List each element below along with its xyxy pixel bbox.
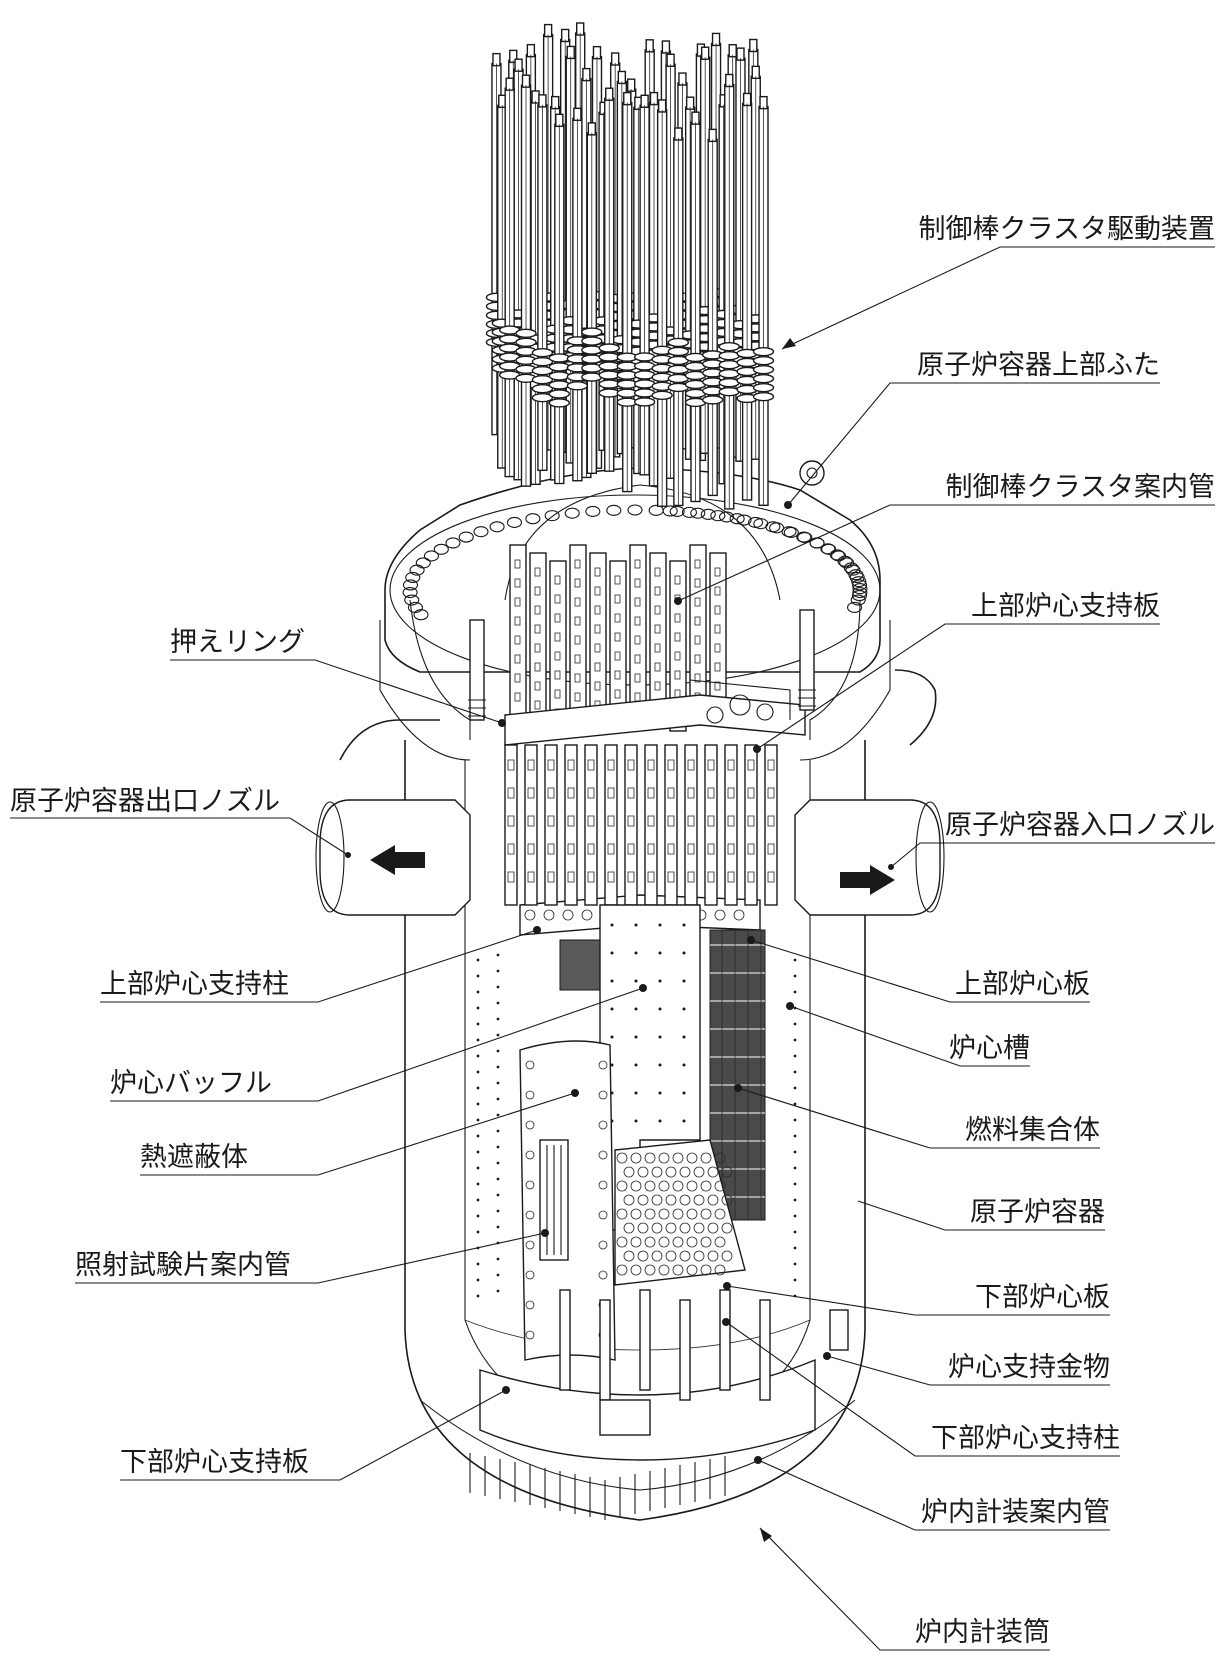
inlet-nozzle [794, 669, 945, 916]
instrumentation-thimbles [469, 1453, 726, 1520]
label-outlet-nozzle: 原子炉容器出口ノズル [10, 786, 280, 817]
leader-dots [345, 501, 894, 1464]
label-upper-core-plate: 上部炉心板 [955, 969, 1090, 1000]
label-core-barrel: 炉心槽 [949, 1033, 1030, 1064]
label-specimen-guide: 照射試験片案内管 [75, 1250, 291, 1281]
crdm-array [485, 22, 775, 510]
label-core-support-fitting: 炉心支持金物 [948, 1352, 1110, 1383]
label-baffle: 炉心バッフル [110, 1068, 272, 1099]
flange-bolt-holes [402, 504, 868, 621]
label-fuel-assembly: 燃料集合体 [965, 1115, 1100, 1146]
label-instr-guide: 炉内計装案内管 [921, 1497, 1110, 1528]
label-lower-support-column: 下部炉心支持柱 [931, 1423, 1120, 1454]
label-upper-support-column: 上部炉心支持柱 [100, 969, 289, 1000]
lower-internals [479, 1289, 849, 1461]
label-holddown-ring: 押えリング [170, 627, 305, 658]
label-lower-core-plate: 下部炉心板 [975, 1282, 1110, 1313]
reactor-vessel-head [379, 460, 891, 761]
label-thermal-shield: 熱遮蔽体 [140, 1142, 248, 1173]
label-lower-support-plate: 下部炉心支持板 [120, 1447, 309, 1478]
lower-core-plate [614, 1139, 746, 1286]
label-crdm: 制御棒クラスタ駆動装置 [919, 214, 1215, 245]
leader-lines [10, 246, 1215, 1651]
label-vessel: 原子炉容器 [970, 1197, 1105, 1228]
label-guide-tube: 制御棒クラスタ案内管 [946, 472, 1215, 503]
label-vessel-head: 原子炉容器上部ふた [917, 350, 1160, 381]
label-upper-support-plate: 上部炉心支持板 [971, 591, 1160, 622]
label-instr-thimble: 炉内計装筒 [915, 1617, 1050, 1648]
thermal-shield [519, 1040, 616, 1361]
holddown-studs [468, 609, 816, 721]
label-inlet-nozzle: 原子炉容器入口ノズル [945, 810, 1215, 841]
upper-support-columns [504, 744, 778, 906]
outlet-nozzle [315, 719, 471, 916]
labels: 制御棒クラスタ駆動装置 原子炉容器上部ふた 制御棒クラスタ案内管 上部炉心支持板… [10, 214, 1215, 1648]
